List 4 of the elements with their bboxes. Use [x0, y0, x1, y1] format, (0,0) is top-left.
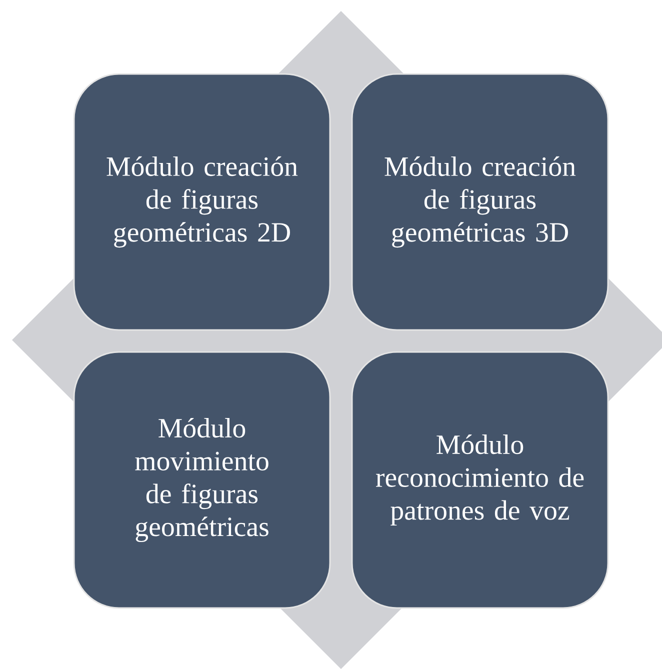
module-box: Módulo reconocimiento de patrones de voz [351, 351, 609, 609]
module-box: Módulo creación de figuras geométricas 2D [73, 73, 331, 331]
module-box: Módulo movimiento de figuras geométricas [73, 351, 331, 609]
module-box: Módulo creación de figuras geométricas 3D [351, 73, 609, 331]
